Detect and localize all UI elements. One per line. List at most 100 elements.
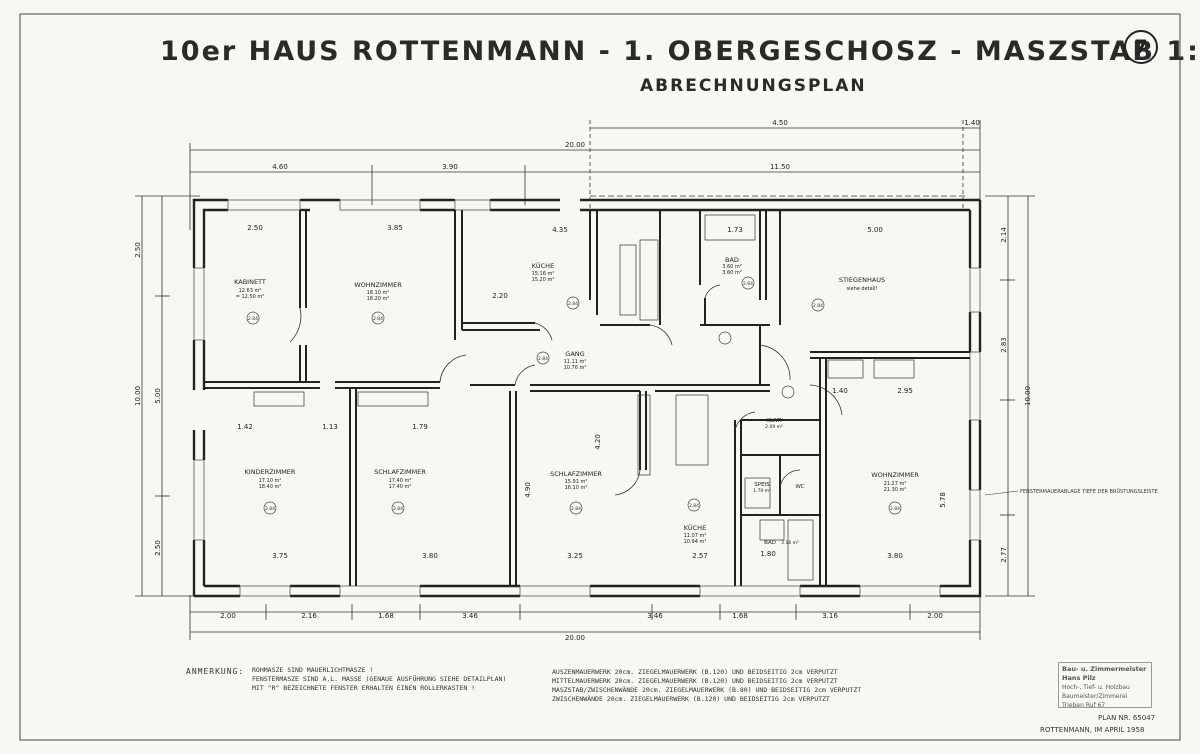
dim-text: 1.40 [964, 119, 980, 127]
dim-text: 2.00 [220, 612, 236, 620]
windows [193, 199, 981, 597]
dim-text: 3.25 [567, 552, 583, 560]
place-date: ROTTENMANN, IM APRIL 1958 [1040, 726, 1145, 734]
room-labels: KABINETT 12.63 m² = 12.50 m² WOHNZIMMER … [234, 256, 919, 546]
room-height: 2.84 [538, 356, 548, 362]
dim-text: 4.90 [524, 482, 532, 498]
room-area: 21.27 m² [884, 481, 907, 487]
spec-line: MITTELMAUERWERK 20cm. ZIEGELMAUERWERK (B… [552, 677, 838, 685]
stamp-line: Hoch-, Tief- u. Holzbau [1062, 684, 1130, 691]
room-area: 12.63 m² [239, 288, 262, 294]
interior-walls [204, 210, 970, 586]
room-name: WC [795, 484, 804, 490]
door-swings [289, 284, 843, 496]
room-name: BAD [725, 256, 739, 264]
stamp-line: Ruf 67 [1085, 702, 1106, 709]
dim-text: 1.79 [412, 423, 428, 431]
annotation-right: FENSTERMAUERABLAGE TIEFE DER BRÜSTUNGSLE… [1020, 488, 1158, 495]
room-name: SPEIS [754, 482, 770, 488]
room-area: 18.40 m² [259, 484, 282, 490]
room-area: 10.76 m² [564, 365, 587, 371]
room-area: 15.91 m² [565, 479, 588, 485]
window-details [253, 214, 915, 581]
room-name: WOHNZIMMER [871, 471, 919, 479]
dim-text: 3.46 [462, 612, 478, 620]
room-name: BAD [764, 540, 776, 546]
spec-line: MASZSTAB/ZWISCHENWÄNDE 20cm. ZIEGELMAUER… [552, 686, 862, 694]
room-area: 11.07 m² [684, 533, 707, 539]
dim-text: 2.16 [301, 612, 317, 620]
dim-text: 3.80 [887, 552, 903, 560]
room-area: = 12.50 m² [236, 294, 265, 300]
room-area: 3.60 m² [722, 270, 742, 276]
stamp-line: Trieben [1062, 702, 1084, 709]
spec-line: ZWISCHENWÄNDE 20cm. ZIEGELMAUERWERK (B.1… [552, 695, 830, 703]
room-area: 17.10 m² [259, 478, 282, 484]
room-area: 17.40 m² [389, 484, 412, 490]
dim-text: 2.20 [492, 292, 508, 300]
dim-text: 3.85 [387, 224, 403, 232]
dim-text: 4.35 [552, 226, 568, 234]
exterior-walls [192, 198, 982, 598]
room-name: SCHLAFZIMMER [374, 468, 426, 476]
room-heights: 2.84 2.84 2.84 2.84 2.84 2.84 2.84 2.84 … [248, 281, 900, 512]
room-height: 2.84 [265, 506, 275, 512]
room-area: 21.30 m² [884, 487, 907, 493]
room-name: KLWR [766, 418, 782, 424]
dim-text: 11.50 [770, 163, 790, 171]
room-area: 1.79 m² [753, 488, 771, 494]
dim-text: 1.13 [322, 423, 338, 431]
room-area: 17.40 m² [389, 478, 412, 484]
room-area: 10.94 m² [684, 539, 707, 545]
dim-overall-bottom: 20.00 [565, 634, 585, 642]
room-height: 2.84 [743, 281, 753, 287]
dim-text: 2.14 [1000, 227, 1008, 243]
drawing-title: 10er HAUS ROTTENMANN - 1. OBERGESCHOSZ -… [160, 36, 1200, 67]
dim-text: 1.73 [727, 226, 743, 234]
notes-list: ROHMASZE SIND MAUERLICHTMASZE ! FENSTERM… [252, 666, 506, 693]
room-area: siehe detail! [847, 286, 878, 292]
plan-number: PLAN NR. 65047 [1098, 714, 1156, 722]
dimension-texts: 20.00 4.50 1.40 11.50 4.60 3.90 2.50 3.8… [220, 119, 980, 642]
construction-specs: AUSZENMAUERWERK 20cm. ZIEGELMAUERWERK (B… [552, 668, 861, 704]
dim-text: 4.60 [272, 163, 288, 171]
dim-text: 3.90 [442, 163, 458, 171]
room-area: 2.09 m² [765, 424, 783, 430]
annotation-leader [984, 490, 1019, 496]
dim-text: 2.50 [247, 224, 263, 232]
dim-text: 2.00 [927, 612, 943, 620]
room-height: 2.84 [571, 506, 581, 512]
sheet-number-badge: 7 [1124, 30, 1158, 64]
room-height: 2.84 [248, 316, 258, 322]
room-name: KABINETT [234, 278, 266, 286]
dim-text: 2.57 [692, 552, 708, 560]
dimension-lines-top [189, 120, 981, 230]
dim-text: 2.95 [897, 387, 913, 395]
sheet-border [19, 13, 1181, 741]
spec-line: AUSZENMAUERWERK 20cm. ZIEGELMAUERWERK (B… [552, 668, 838, 676]
note-line: MIT "R" BEZEICHNETE FENSTER ERHALTEN EIN… [252, 684, 476, 692]
room-name: WOHNZIMMER [354, 281, 402, 289]
room-area: 15.20 m² [532, 277, 555, 283]
dim-text: 3.80 [422, 552, 438, 560]
room-name: KINDERZIMMER [245, 468, 296, 476]
room-height: 2.84 [890, 506, 900, 512]
room-area: 3.60 m² [722, 264, 742, 270]
dimension-texts-vertical: 2.50 10.00 5.00 2.50 2.14 10.00 2.83 2.7… [134, 227, 1032, 563]
room-name: SCHLAFZIMMER [550, 470, 602, 478]
dim-text: 1.40 [832, 387, 848, 395]
dimension-lines-sides [135, 195, 1035, 597]
dim-text: 2.50 [134, 242, 142, 258]
room-area: 18.10 m² [367, 290, 390, 296]
room-height: 2.84 [689, 503, 699, 509]
dim-text: 2.50 [154, 540, 162, 556]
dim-text: 5.00 [867, 226, 883, 234]
dim-text: 1.68 [732, 612, 748, 620]
dim-text: 2.83 [1000, 337, 1008, 353]
dim-text: 1.68 [378, 612, 394, 620]
notes-heading: ANMERKUNG: [186, 667, 245, 676]
dim-text: 10.00 [134, 386, 142, 406]
room-height: 2.84 [813, 303, 823, 309]
